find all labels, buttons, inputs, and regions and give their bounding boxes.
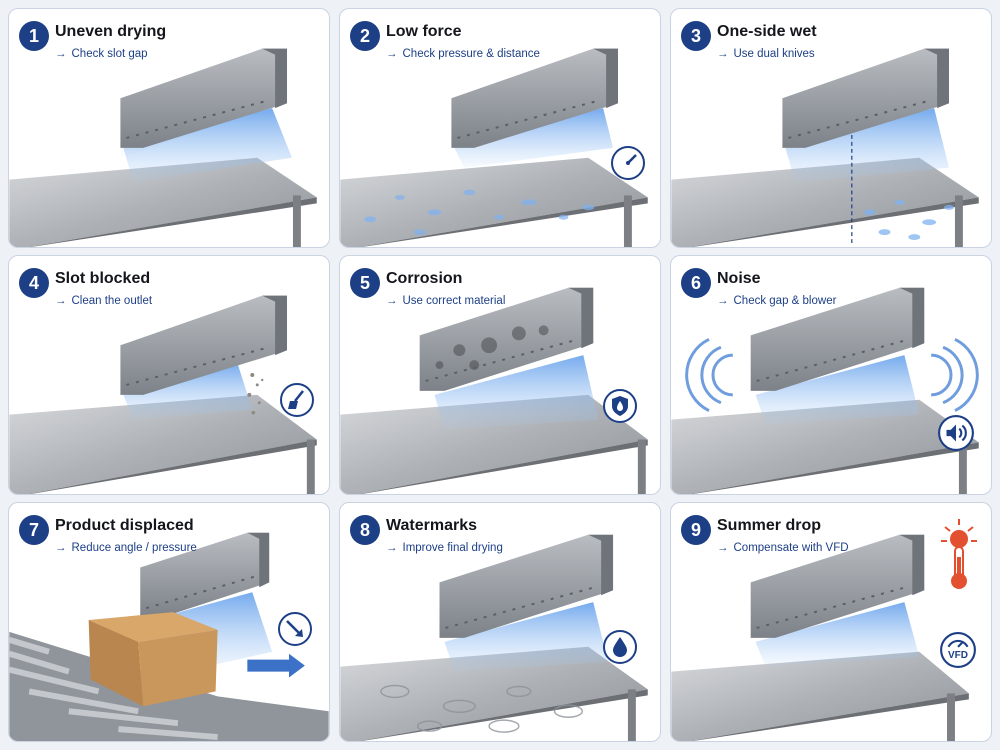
card-hint: → Use dual knives: [717, 48, 815, 60]
step-number-badge: 1: [19, 21, 49, 51]
arrow-right-icon: →: [717, 542, 729, 554]
arrow-right-icon: →: [55, 48, 67, 60]
arrow-right-icon: →: [55, 542, 67, 554]
card-title: Slot blocked: [55, 270, 151, 287]
cleaning-brush-icon: [280, 383, 314, 417]
step-number-badge: 2: [350, 21, 380, 51]
card-title: One-side wet: [717, 23, 817, 40]
air-knife-scene: [671, 534, 969, 741]
card-uneven-drying: 1 Uneven drying → Check slot gap: [8, 8, 330, 248]
arrow-right-icon: →: [386, 295, 398, 307]
conveyor-scene: [9, 532, 329, 741]
card-hint: → Reduce angle / pressure: [55, 542, 197, 554]
card-watermarks: 8 Watermarks → Improve final drying: [339, 502, 661, 742]
hint-text: Check pressure & distance: [402, 48, 540, 60]
step-number-badge: 3: [681, 21, 711, 51]
card-low-force: 2 Low force → Check pressure & distance: [339, 8, 661, 248]
angle-arrow-icon: [278, 612, 312, 646]
air-knife-scene: [340, 534, 648, 741]
card-hint: → Clean the outlet: [55, 295, 152, 307]
card-hint: → Use correct material: [386, 295, 505, 307]
hint-text: Check gap & blower: [733, 295, 837, 307]
hint-text: Improve final drying: [402, 542, 503, 554]
step-number-badge: 6: [681, 268, 711, 298]
air-knife-scene: [9, 295, 317, 494]
card-title: Watermarks: [386, 517, 478, 534]
card-hint: → Check gap & blower: [717, 295, 836, 307]
card-title: Corrosion: [386, 270, 463, 287]
air-knife-scene: [671, 48, 979, 247]
card-hint: → Check slot gap: [55, 48, 148, 60]
hint-text: Reduce angle / pressure: [71, 542, 197, 554]
step-number-badge: 8: [350, 515, 380, 545]
arrow-right-icon: →: [386, 48, 398, 60]
hint-text: Check slot gap: [71, 48, 148, 60]
card-noise: 6 Noise → Check gap & blower: [670, 255, 992, 495]
card-slot-blocked: 4 Slot blocked → Clean the outlet: [8, 255, 330, 495]
hint-text: Use correct material: [402, 295, 506, 307]
hint-text: Use dual knives: [733, 48, 815, 60]
arrow-right-icon: →: [55, 295, 67, 307]
arrow-right-icon: →: [717, 48, 729, 60]
shield-droplet-icon: [603, 389, 637, 423]
hint-text: Clean the outlet: [71, 295, 153, 307]
card-title: Product displaced: [55, 517, 194, 534]
step-number-badge: 5: [350, 268, 380, 298]
vfd-label: VFD: [948, 650, 968, 661]
air-knife-scene: [340, 287, 648, 494]
step-number-badge: 9: [681, 515, 711, 545]
hint-text: Compensate with VFD: [733, 542, 849, 554]
vfd-gauge-icon: VFD: [939, 631, 977, 669]
card-product-displaced: 7 Product displaced → Reduce angle / pres…: [8, 502, 330, 742]
card-hint: → Compensate with VFD: [717, 542, 849, 554]
arrow-right-icon: →: [386, 542, 398, 554]
thermometer-icon: [941, 519, 977, 589]
water-drop-icon: [603, 630, 637, 664]
air-knife-scene: [671, 287, 979, 494]
card-summer-drop: 9 Summer drop → Compensate with VFD VFD: [670, 502, 992, 742]
problem-grid: 1 Uneven drying → Check slot gap 2 Low fo…: [8, 8, 992, 742]
air-knife-scene: [9, 48, 317, 247]
speaker-icon: [938, 415, 974, 451]
card-one-side-wet: 3 One-side wet → Use dual knives: [670, 8, 992, 248]
step-number-badge: 7: [19, 515, 49, 545]
step-number-badge: 4: [19, 268, 49, 298]
card-title: Uneven drying: [55, 23, 167, 40]
card-corrosion: 5 Corrosion → Use correct material: [339, 255, 661, 495]
card-hint: → Check pressure & distance: [386, 48, 540, 60]
card-title: Low force: [386, 23, 462, 40]
card-title: Summer drop: [717, 517, 822, 534]
air-knife-scene: [340, 48, 648, 247]
card-title: Noise: [717, 270, 761, 287]
pressure-gauge-icon: [611, 146, 645, 180]
vfd-gauge-ring: [940, 632, 976, 668]
card-hint: → Improve final drying: [386, 542, 503, 554]
arrow-right-icon: →: [717, 295, 729, 307]
